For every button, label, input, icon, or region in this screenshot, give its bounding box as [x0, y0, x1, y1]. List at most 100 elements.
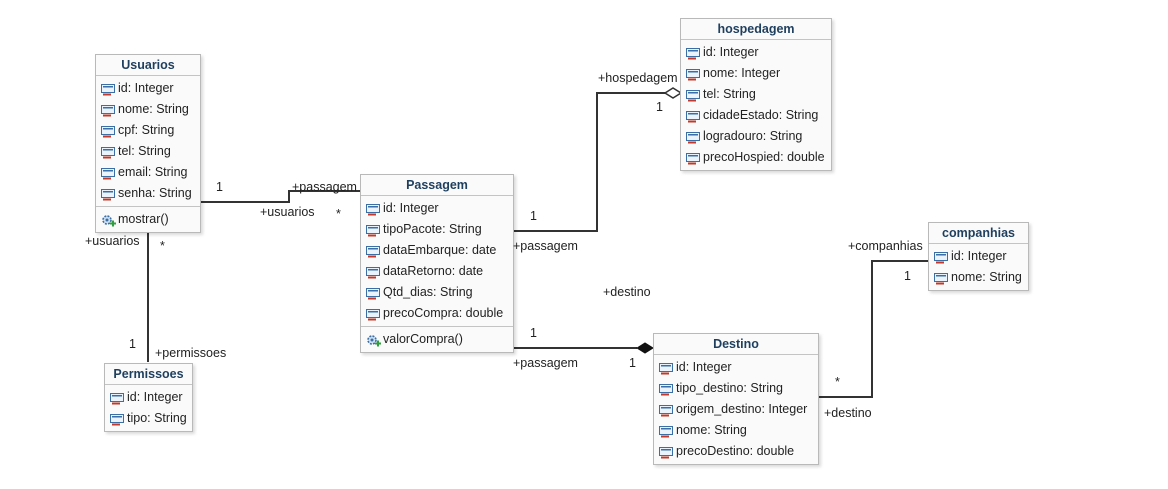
attribute-list: id: Integer nome: String — [929, 244, 1028, 290]
operation-row[interactable]: valorCompra() — [361, 329, 513, 350]
multiplicity-label: 1 — [656, 100, 663, 114]
attribute-row[interactable]: id: Integer — [96, 78, 200, 99]
field-icon — [110, 391, 125, 405]
field-icon — [366, 202, 381, 216]
field-icon — [101, 187, 116, 201]
role-label: +passagem — [513, 239, 578, 253]
class-title: Destino — [654, 334, 818, 355]
attribute-text: email: String — [118, 165, 188, 179]
attribute-text: Qtd_dias: String — [383, 285, 473, 299]
attribute-text: origem_destino: Integer — [676, 402, 808, 416]
class-companhias[interactable]: companhias id: Integer nome: String — [928, 222, 1029, 291]
attribute-row[interactable]: senha: String — [96, 183, 200, 204]
attribute-row[interactable]: cpf: String — [96, 120, 200, 141]
multiplicity-label: 1 — [216, 180, 223, 194]
attribute-text: nome: String — [676, 423, 747, 437]
field-icon — [659, 445, 674, 459]
attribute-text: precoCompra: double — [383, 306, 504, 320]
attribute-row[interactable]: precoHospied: double — [681, 147, 831, 168]
method-gear-icon — [101, 213, 116, 227]
attribute-row[interactable]: id: Integer — [105, 387, 192, 408]
role-label: +hospedagem — [598, 71, 678, 85]
attribute-text: precoHospied: double — [703, 150, 825, 164]
field-icon — [659, 361, 674, 375]
attribute-row[interactable]: id: Integer — [361, 198, 513, 219]
aggregation-diamond — [663, 87, 683, 99]
field-icon — [366, 223, 381, 237]
attribute-text: id: Integer — [127, 390, 183, 404]
class-usuarios[interactable]: Usuarios id: Integer nome: String cpf: S… — [95, 54, 201, 233]
attribute-row[interactable]: precoDestino: double — [654, 441, 818, 462]
attribute-text: precoDestino: double — [676, 444, 795, 458]
attribute-text: tipo_destino: String — [676, 381, 784, 395]
role-label: +destino — [603, 285, 651, 299]
field-icon — [934, 250, 949, 264]
attribute-list: id: Integer tipoPacote: String dataEmbar… — [361, 196, 513, 326]
multiplicity-label: * — [835, 375, 840, 389]
field-icon — [110, 412, 125, 426]
attribute-row[interactable]: cidadeEstado: String — [681, 105, 831, 126]
role-label: +companhias — [848, 239, 923, 253]
field-icon — [659, 382, 674, 396]
field-icon — [101, 166, 116, 180]
attribute-row[interactable]: nome: String — [654, 420, 818, 441]
multiplicity-label: 1 — [530, 326, 537, 340]
role-label: +permissoes — [155, 346, 227, 360]
attribute-row[interactable]: id: Integer — [929, 246, 1028, 267]
operation-row[interactable]: mostrar() — [96, 209, 200, 230]
class-title: Passagem — [361, 175, 513, 196]
attribute-row[interactable]: tel: String — [681, 84, 831, 105]
attribute-text: id: Integer — [676, 360, 732, 374]
attribute-text: dataRetorno: date — [383, 264, 484, 278]
attribute-row[interactable]: id: Integer — [681, 42, 831, 63]
field-icon — [101, 145, 116, 159]
class-passagem[interactable]: Passagem id: Integer tipoPacote: String … — [360, 174, 514, 353]
attribute-row[interactable]: tel: String — [96, 141, 200, 162]
attribute-row[interactable]: email: String — [96, 162, 200, 183]
class-title: companhias — [929, 223, 1028, 244]
role-label: +passagem — [513, 356, 578, 370]
field-icon — [659, 403, 674, 417]
field-icon — [101, 82, 116, 96]
field-icon — [101, 103, 116, 117]
attribute-text: nome: String — [951, 270, 1022, 284]
attribute-row[interactable]: tipoPacote: String — [361, 219, 513, 240]
class-destino[interactable]: Destino id: Integer tipo_destino: String… — [653, 333, 819, 465]
attribute-row[interactable]: Qtd_dias: String — [361, 282, 513, 303]
method-gear-icon — [366, 333, 381, 347]
multiplicity-label: * — [336, 207, 341, 221]
role-label: +passagem — [292, 180, 357, 194]
attribute-row[interactable]: origem_destino: Integer — [654, 399, 818, 420]
field-icon — [659, 424, 674, 438]
attribute-text: tel: String — [118, 144, 171, 158]
class-hospedagem[interactable]: hospedagem id: Integer nome: Integer tel… — [680, 18, 832, 171]
attribute-row[interactable]: tipo_destino: String — [654, 378, 818, 399]
attribute-row[interactable]: id: Integer — [654, 357, 818, 378]
attribute-row[interactable]: dataRetorno: date — [361, 261, 513, 282]
field-icon — [686, 151, 701, 165]
attribute-text: logradouro: String — [703, 129, 803, 143]
attribute-row[interactable]: nome: String — [929, 267, 1028, 288]
operation-text: valorCompra() — [383, 332, 463, 346]
multiplicity-label: 1 — [904, 269, 911, 283]
class-title: hospedagem — [681, 19, 831, 40]
attribute-text: nome: String — [118, 102, 189, 116]
association-passagem-hospedagem — [512, 92, 665, 232]
attribute-row[interactable]: nome: Integer — [681, 63, 831, 84]
attribute-text: cidadeEstado: String — [703, 108, 819, 122]
attribute-row[interactable]: precoCompra: double — [361, 303, 513, 324]
attribute-row[interactable]: logradouro: String — [681, 126, 831, 147]
attribute-row[interactable]: tipo: String — [105, 408, 192, 429]
attribute-list: id: Integer nome: Integer tel: String ci… — [681, 40, 831, 170]
attribute-row[interactable]: dataEmbarque: date — [361, 240, 513, 261]
class-permissoes[interactable]: Permissoes id: Integer tipo: String — [104, 363, 193, 432]
attribute-row[interactable]: nome: String — [96, 99, 200, 120]
attribute-text: nome: Integer — [703, 66, 781, 80]
field-icon — [366, 244, 381, 258]
attribute-text: id: Integer — [118, 81, 174, 95]
attribute-text: cpf: String — [118, 123, 175, 137]
field-icon — [686, 130, 701, 144]
field-icon — [366, 307, 381, 321]
role-label: +usuarios — [260, 205, 315, 219]
attribute-list: id: Integer nome: String cpf: String tel… — [96, 76, 200, 206]
